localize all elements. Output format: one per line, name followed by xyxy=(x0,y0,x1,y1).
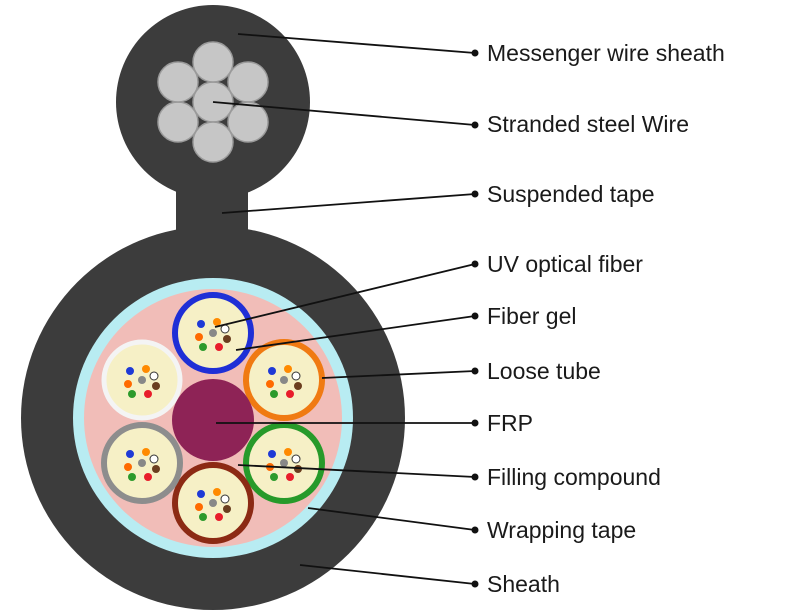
optical-fiber xyxy=(142,365,150,373)
leader-line-stranded-steel-wire xyxy=(212,101,476,126)
leader-dots xyxy=(471,49,479,588)
leader-line-sheath xyxy=(299,564,476,585)
leader-line-suspended-tape xyxy=(221,193,476,214)
optical-fiber xyxy=(268,367,276,375)
optical-fiber xyxy=(215,343,223,351)
optical-fiber xyxy=(291,454,301,464)
optical-fiber xyxy=(286,390,294,398)
leader-line-fiber-gel xyxy=(235,315,476,351)
frp-rod xyxy=(172,379,254,461)
optical-fiber xyxy=(268,450,276,458)
leader-line-messenger-wire-sheath xyxy=(237,33,476,54)
optical-fiber xyxy=(149,371,159,381)
label-wrapping-tape: Wrapping tape xyxy=(487,517,637,543)
loose-tubes xyxy=(101,292,325,544)
optical-fiber xyxy=(197,320,205,328)
leader-lines xyxy=(212,33,476,585)
loose-tube-gray xyxy=(101,422,183,504)
label-filling-compound: Filling compound xyxy=(487,464,661,490)
optical-fiber xyxy=(209,329,217,337)
optical-fiber xyxy=(284,365,292,373)
optical-fiber xyxy=(215,513,223,521)
optical-fiber xyxy=(124,463,132,471)
optical-fiber xyxy=(220,494,230,504)
optical-fiber xyxy=(144,390,152,398)
loose-tube-orange xyxy=(243,339,325,421)
optical-fiber xyxy=(124,380,132,388)
optical-fiber xyxy=(142,448,150,456)
optical-fiber xyxy=(270,473,278,481)
optical-fiber xyxy=(280,376,288,384)
loose-tube-green xyxy=(243,422,325,504)
loose-tube-blue xyxy=(172,292,254,374)
optical-fiber xyxy=(195,333,203,341)
label-frp: FRP xyxy=(487,410,533,436)
optical-fiber xyxy=(138,376,146,384)
label-fiber-gel: Fiber gel xyxy=(487,303,577,329)
optical-fiber xyxy=(195,503,203,511)
optical-fiber xyxy=(152,465,160,473)
stranded-steel-wire xyxy=(157,41,269,163)
optical-fiber xyxy=(128,473,136,481)
optical-fiber xyxy=(286,473,294,481)
optical-fiber xyxy=(126,367,134,375)
optical-fiber xyxy=(199,343,207,351)
optical-fiber xyxy=(284,448,292,456)
optical-fiber xyxy=(223,335,231,343)
optical-fiber xyxy=(223,505,231,513)
optical-fiber xyxy=(126,450,134,458)
loose-tube-brown xyxy=(172,462,254,544)
optical-fiber xyxy=(152,382,160,390)
optical-fiber xyxy=(138,459,146,467)
label-uv-optical-fiber: UV optical fiber xyxy=(487,251,643,277)
leader-line-filling-compound xyxy=(237,464,476,478)
label-loose-tube: Loose tube xyxy=(487,358,601,384)
optical-fiber xyxy=(291,371,301,381)
leader-line-loose-tube xyxy=(321,370,476,379)
optical-fiber xyxy=(266,380,274,388)
optical-fiber xyxy=(144,473,152,481)
label-suspended-tape: Suspended tape xyxy=(487,181,655,207)
optical-fiber xyxy=(213,488,221,496)
optical-fiber xyxy=(220,324,230,334)
optical-fiber xyxy=(213,318,221,326)
optical-fiber xyxy=(128,390,136,398)
optical-fiber xyxy=(197,490,205,498)
leader-line-wrapping-tape xyxy=(307,507,476,531)
loose-tube-white xyxy=(101,339,183,421)
optical-fiber xyxy=(294,382,302,390)
optical-fiber xyxy=(149,454,159,464)
optical-fiber xyxy=(199,513,207,521)
label-sheath: Sheath xyxy=(487,571,560,597)
label-stranded-steel-wire: Stranded steel Wire xyxy=(487,111,689,137)
optical-fiber xyxy=(270,390,278,398)
optical-fiber xyxy=(209,499,217,507)
optical-fiber xyxy=(280,459,288,467)
optical-fiber xyxy=(294,465,302,473)
label-messenger-wire-sheath: Messenger wire sheath xyxy=(487,40,725,66)
leader-line-uv-optical-fiber xyxy=(214,263,476,328)
